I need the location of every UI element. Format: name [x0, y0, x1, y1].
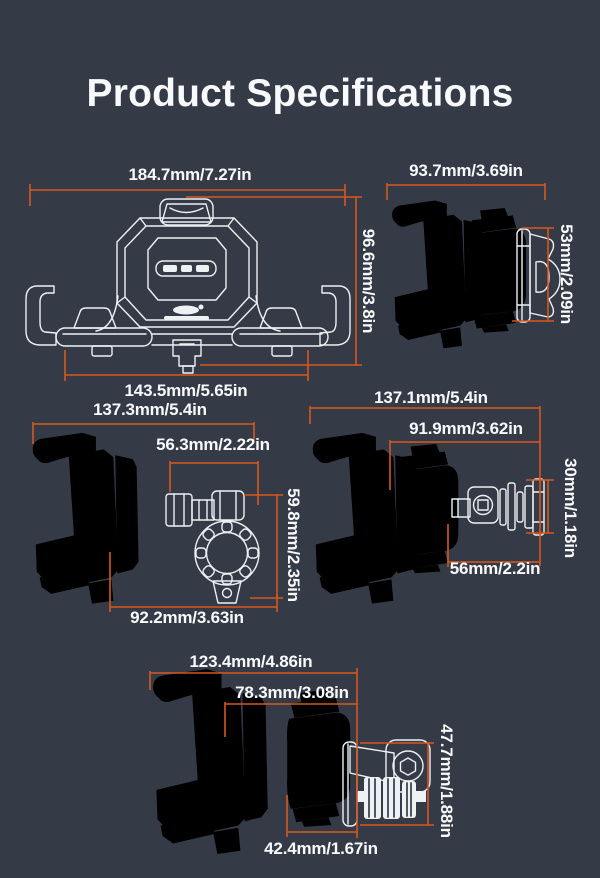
- dim-clamp-width-bottom: 92.2mm/3.63in: [130, 608, 244, 627]
- mount-front-view-drawing: [25, 198, 351, 374]
- dim-stem-height: 30mm/1.18in: [561, 458, 580, 558]
- dim-stem-width-bottom: 56mm/2.2in: [449, 559, 541, 578]
- dim-stem-width-top: 137.1mm/5.4in: [374, 388, 488, 407]
- dim-front-height: 96.6mm/3.8in: [359, 228, 378, 334]
- dim-side-width-top: 93.7mm/3.69in: [409, 161, 523, 180]
- dim-mirror-width-bottom: 42.4mm/1.67in: [264, 839, 378, 858]
- handlebar-clamp-drawing: [32, 432, 260, 604]
- dimension-lines: [29, 183, 554, 838]
- dim-stem-depth-top: 91.9mm/3.62in: [409, 419, 523, 438]
- dim-mirror-width-top: 123.4mm/4.86in: [189, 652, 313, 671]
- dim-front-width-top: 184.7mm/7.27in: [128, 165, 252, 184]
- dim-front-width-bottom: 143.5mm/5.65in: [124, 381, 248, 400]
- stem-mount-drawing: [312, 432, 545, 604]
- dim-mirror-height: 47.7mm/1.88in: [437, 724, 456, 838]
- mirror-clamp-blocks: [357, 777, 426, 819]
- dim-clamp-width-top: 137.3mm/5.4in: [93, 400, 207, 419]
- dim-mirror-depth-top: 78.3mm/3.08in: [235, 683, 349, 702]
- dim-clamp-height: 59.8mm/2.35in: [284, 488, 303, 602]
- mount-side-view-drawing: [392, 200, 561, 349]
- dim-side-height: 53mm/2.09in: [557, 224, 576, 324]
- page-title: Product Specifications: [86, 72, 514, 115]
- mirror-mount-drawing: [153, 669, 431, 854]
- brand-logo: [164, 304, 209, 320]
- dim-clamp-depth-top: 56.3mm/2.22in: [156, 435, 270, 454]
